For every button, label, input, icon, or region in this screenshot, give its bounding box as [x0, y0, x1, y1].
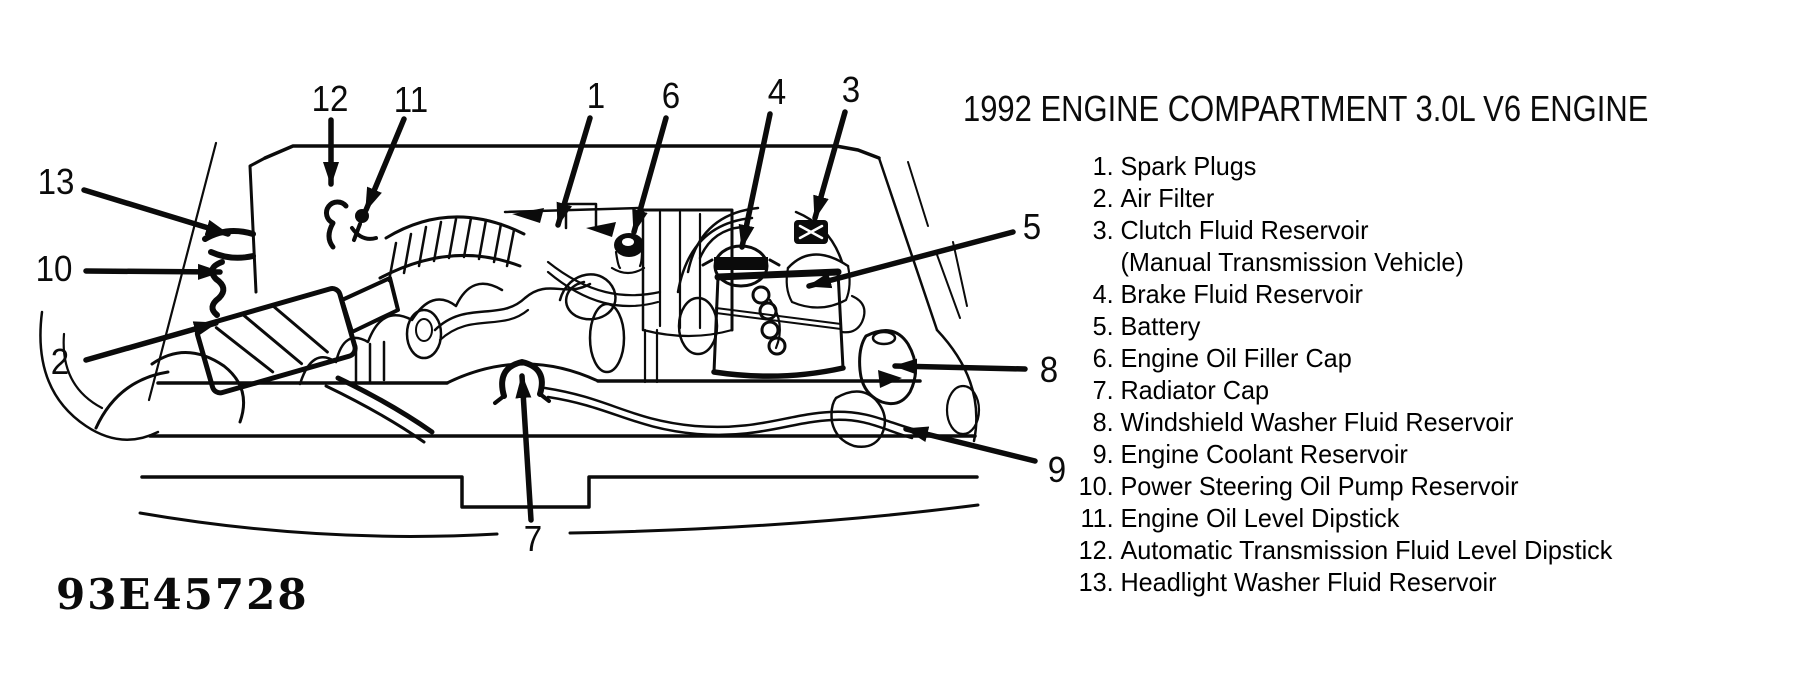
- legend-item-2: 2. Air Filter: [1070, 182, 1612, 214]
- legend-item-label: Air Filter: [1120, 183, 1215, 213]
- dipstick-handles-shape: [323, 199, 378, 250]
- oil-filler-cap-shape: [610, 233, 646, 275]
- legend-item-label: Headlight Washer Fluid Reservoir: [1120, 567, 1497, 597]
- legend-item-4: 4. Brake Fluid Reservoir: [1070, 278, 1612, 310]
- legend-item-number: 12.: [1078, 535, 1114, 565]
- radiator-and-cap-shape: [148, 359, 977, 440]
- callout-2: 2: [50, 341, 70, 382]
- legend-item-number: 11.: [1080, 503, 1114, 533]
- legend-item-number: 8.: [1092, 407, 1114, 437]
- callout-6: 6: [661, 75, 681, 116]
- bumper-shape: [138, 475, 980, 538]
- legend-item-number: 4.: [1092, 279, 1114, 309]
- callout-8: 8: [1039, 349, 1059, 390]
- legend-item-8: 8. Windshield Washer Fluid Reservoir: [1070, 406, 1612, 438]
- legend-item-label: Brake Fluid Reservoir: [1120, 279, 1363, 309]
- legend-item-number: 5.: [1092, 311, 1114, 341]
- callout-7: 7: [523, 518, 543, 559]
- legend-item-number: 9.: [1092, 439, 1114, 469]
- callout-4: 4: [767, 71, 787, 112]
- legend-item-label: Automatic Transmission Fluid Level Dipst…: [1120, 535, 1613, 565]
- legend-item-number: 1.: [1092, 151, 1114, 181]
- legend-item-number: 2.: [1092, 183, 1114, 213]
- callout-12: 12: [311, 78, 349, 119]
- callout-11: 11: [393, 79, 429, 120]
- legend-item-label: Engine Coolant Reservoir: [1120, 439, 1408, 469]
- legend-item-6: 6. Engine Oil Filler Cap: [1070, 342, 1612, 374]
- figure-code: 93E45728: [56, 570, 309, 619]
- legend-item-note: (Manual Transmission Vehicle): [1120, 247, 1464, 277]
- legend-item-label: Windshield Washer Fluid Reservoir: [1120, 407, 1514, 437]
- callout-5: 5: [1022, 206, 1042, 247]
- legend-item-number: 10.: [1078, 471, 1114, 501]
- legend-item-label: Battery: [1120, 311, 1201, 341]
- legend-item-label: Spark Plugs: [1120, 151, 1257, 181]
- figure-title: 1992 ENGINE COMPARTMENT 3.0L V6 ENGINE: [963, 88, 1649, 129]
- callout-leader-arrows: [81, 109, 1038, 523]
- legend-item-7: 7. Radiator Cap: [1070, 374, 1612, 406]
- legend-item-label: Engine Oil Filler Cap: [1120, 343, 1352, 373]
- parts-legend: 1. Spark Plugs 2. Air Filter 3. Clutch F…: [1070, 150, 1629, 598]
- legend-item-label-line1: Clutch Fluid Reservoir: [1120, 215, 1369, 245]
- legend-item-10: 10. Power Steering Oil Pump Reservoir: [1070, 470, 1612, 502]
- callout-1: 1: [586, 75, 606, 116]
- legend-item-label: Radiator Cap: [1120, 375, 1270, 405]
- callout-10: 10: [35, 248, 73, 289]
- intake-hose-shape: [378, 215, 526, 283]
- legend-item-number: 6.: [1092, 343, 1114, 373]
- legend-item-1: 1. Spark Plugs: [1070, 150, 1612, 182]
- legend-item-11: 11. Engine Oil Level Dipstick: [1070, 502, 1612, 534]
- left-fender-shape: [39, 310, 246, 441]
- legend-item-number: 13.: [1078, 567, 1114, 597]
- legend-item-number: 7.: [1092, 375, 1114, 405]
- legend-item-13: 13. Headlight Washer Fluid Reservoir: [1070, 566, 1612, 598]
- air-filter-shape: [194, 276, 435, 444]
- clutch-fluid-reservoir-shape: [785, 220, 866, 334]
- legend-item-5: 5. Battery: [1070, 310, 1612, 342]
- legend-item-9: 9. Engine Coolant Reservoir: [1070, 438, 1612, 470]
- legend-item-3: 3. Clutch Fluid Reservoir (Manual Transm…: [1070, 214, 1612, 278]
- legend-item-label: Engine Oil Level Dipstick: [1120, 503, 1400, 533]
- legend-item-label: Power Steering Oil Pump Reservoir: [1120, 471, 1519, 501]
- callout-3: 3: [841, 69, 861, 110]
- legend-item-number: 3.: [1092, 215, 1114, 245]
- engine-block-shape: [298, 202, 781, 386]
- brake-fluid-reservoir-shape: [701, 244, 781, 288]
- legend-item-label: Clutch Fluid Reservoir (Manual Transmiss…: [1120, 214, 1463, 278]
- legend-item-12: 12. Automatic Transmission Fluid Level D…: [1070, 534, 1613, 566]
- callout-13: 13: [37, 161, 75, 202]
- windshield-washer-reservoir-shape: [858, 329, 917, 406]
- callout-9: 9: [1047, 449, 1067, 490]
